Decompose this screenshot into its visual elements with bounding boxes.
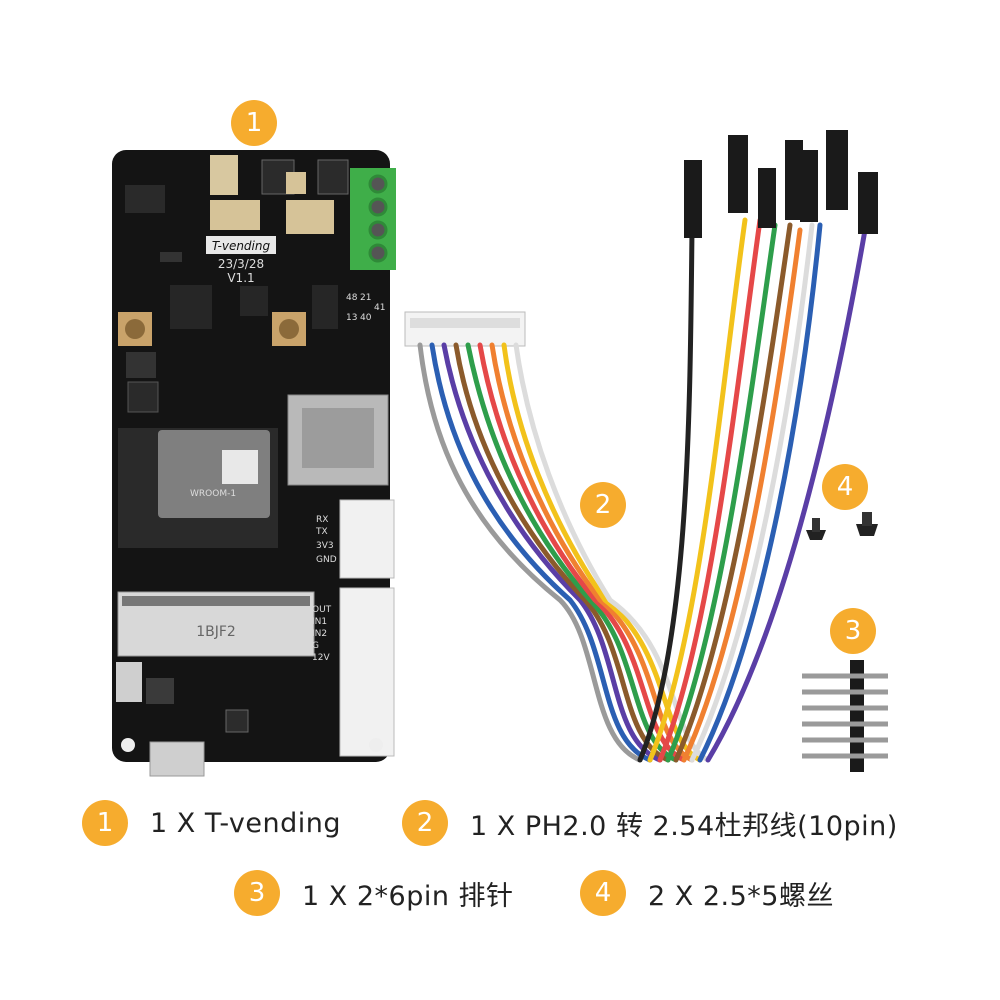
pin-label: TX: [315, 527, 328, 537]
pin-header: [802, 660, 888, 772]
m2-slot: 1BJF2: [117, 591, 315, 657]
pin-label: IN1: [312, 617, 327, 627]
callout-badge-3: 3: [830, 608, 876, 654]
legend-badge: 1: [82, 800, 128, 846]
dupont-cable-bundle: [404, 130, 878, 763]
module-brand-label: WROOM-1: [190, 489, 236, 499]
pin-label: 12V: [312, 653, 330, 663]
legend-item-screws: 4 2 X 2.5*5螺丝: [580, 870, 834, 916]
pin-label: G: [312, 641, 319, 651]
screws: [806, 512, 878, 540]
legend-text: 1 X T-vending: [150, 807, 341, 839]
callout-badge-1: 1: [231, 100, 277, 146]
pin-label: IN2: [312, 629, 327, 639]
pin-label: 48: [346, 293, 358, 303]
legend-text: 2 X 2.5*5螺丝: [648, 880, 834, 912]
pin-label: 21: [360, 293, 371, 303]
pin-label: 13: [346, 313, 357, 323]
pin-label: 40: [360, 313, 372, 323]
product-illustration: T-vending 23/3/28 V1.1 48 21 13 40 41: [112, 130, 888, 777]
pin-label: 3V3: [316, 541, 334, 551]
legend-item-pin-header: 3 1 X 2*6pin 排针: [234, 870, 514, 916]
esp32-module: WROOM-1: [118, 428, 278, 548]
legend-item-board: 1 1 X T-vending: [82, 800, 341, 846]
legend-text: 1 X PH2.0 转 2.54杜邦线(10pin): [470, 810, 898, 842]
m2-slot-label: 1BJF2: [196, 624, 236, 640]
board-name-label: T-vending: [212, 239, 271, 253]
callout-badge-2: 2: [580, 482, 626, 528]
legend-badge: 3: [234, 870, 280, 916]
green-terminal-block: [350, 168, 396, 270]
board-version-label: V1.1: [227, 271, 254, 285]
legend-badge: 2: [402, 800, 448, 846]
pin-label: OUT: [312, 605, 332, 615]
board-date-label: 23/3/28: [218, 257, 264, 271]
legend-text: 1 X 2*6pin 排针: [302, 880, 514, 912]
legend-item-cable: 2 1 X PH2.0 转 2.54杜邦线(10pin): [402, 800, 898, 846]
pin-label: GND: [316, 555, 337, 565]
t-vending-board: T-vending 23/3/28 V1.1 48 21 13 40 41: [112, 150, 396, 777]
callout-badge-4: 4: [822, 464, 868, 510]
pin-label: 41: [374, 303, 385, 313]
legend-badge: 4: [580, 870, 626, 916]
pin-label: RX: [316, 515, 328, 525]
